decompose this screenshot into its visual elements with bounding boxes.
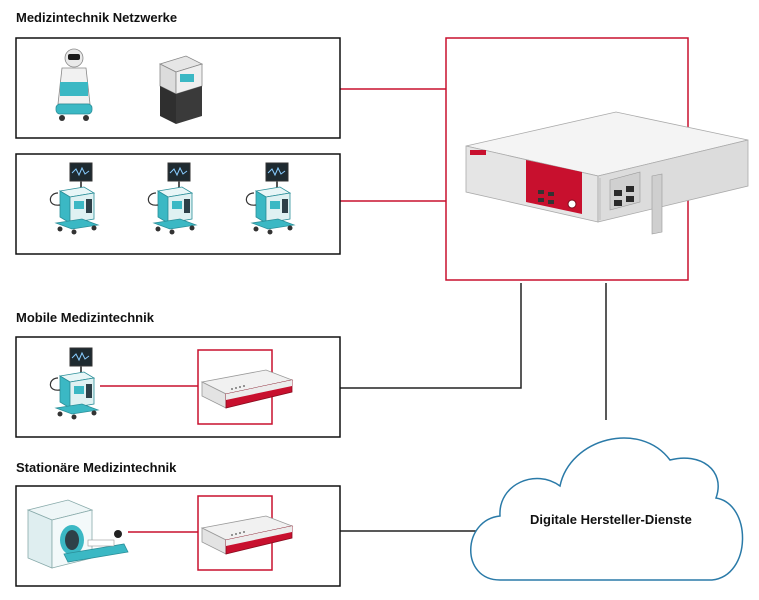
link-mobile-gateway-server: [300, 283, 522, 389]
cloud-label: Digitale Hersteller-Dienste: [530, 512, 692, 527]
robot-icon: [55, 48, 93, 121]
cloud-shape: [470, 437, 744, 581]
rack-server-icon: [465, 111, 749, 235]
mri-scanner-icon: [26, 499, 129, 569]
heading-mobile: Mobile Medizintechnik: [16, 310, 154, 325]
heading-stationary: Stationäre Medizintechnik: [16, 460, 177, 475]
analyzer-icon: [158, 55, 204, 124]
heading-networks: Medizintechnik Netzwerke: [16, 10, 178, 25]
